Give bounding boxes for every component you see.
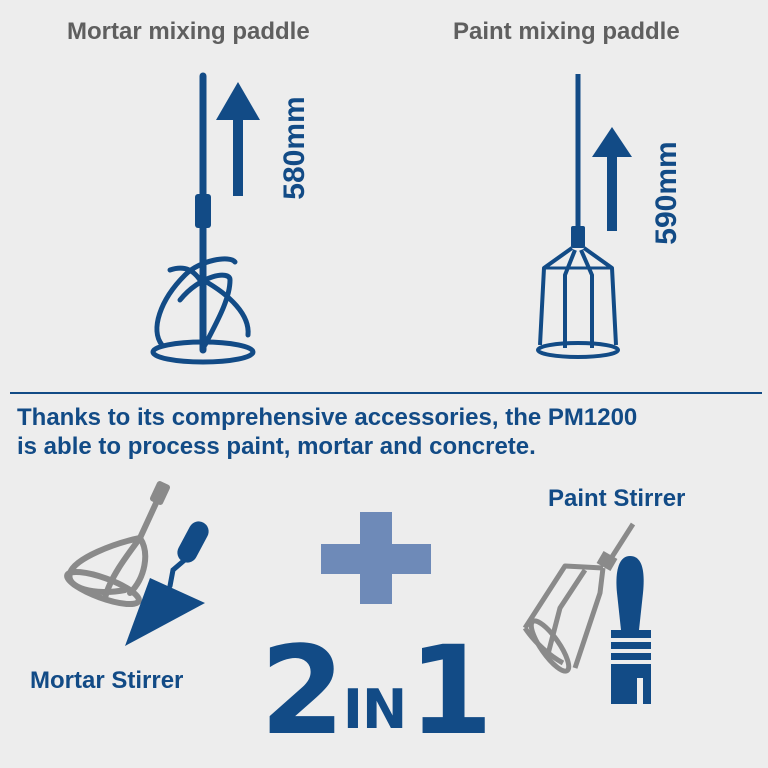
- mortar-paddle-icon: [150, 72, 256, 365]
- mortar-stirrer-trowel-icon: [64, 481, 209, 646]
- paint-length-label: 590mm: [650, 141, 683, 245]
- mortar-paddle-title: Mortar mixing paddle: [67, 18, 310, 45]
- paint-paddle-title: Paint mixing paddle: [453, 18, 680, 45]
- plus-sign-vertical: [360, 512, 392, 604]
- badge-two: 2: [260, 620, 345, 762]
- two-in-one-badge: 2 IN 1: [260, 620, 493, 762]
- mortar-length-arrow-icon: [216, 82, 260, 196]
- description: Thanks to its comprehensive accessories,…: [17, 403, 757, 461]
- paint-stirrer-brush-icon: [522, 522, 651, 704]
- mortar-length-label: 580mm: [278, 96, 311, 200]
- paint-paddle-icon: [536, 74, 620, 359]
- description-line-2: is able to process paint, mortar and con…: [17, 433, 536, 460]
- paint-length-arrow-icon: [592, 127, 632, 231]
- mortar-stirrer-label: Mortar Stirrer: [30, 667, 184, 694]
- section-divider: [10, 392, 762, 394]
- badge-one: 1: [408, 620, 493, 762]
- paint-stirrer-label: Paint Stirrer: [548, 485, 686, 512]
- description-line-1: Thanks to its comprehensive accessories,…: [17, 404, 638, 431]
- badge-in: IN: [342, 678, 407, 741]
